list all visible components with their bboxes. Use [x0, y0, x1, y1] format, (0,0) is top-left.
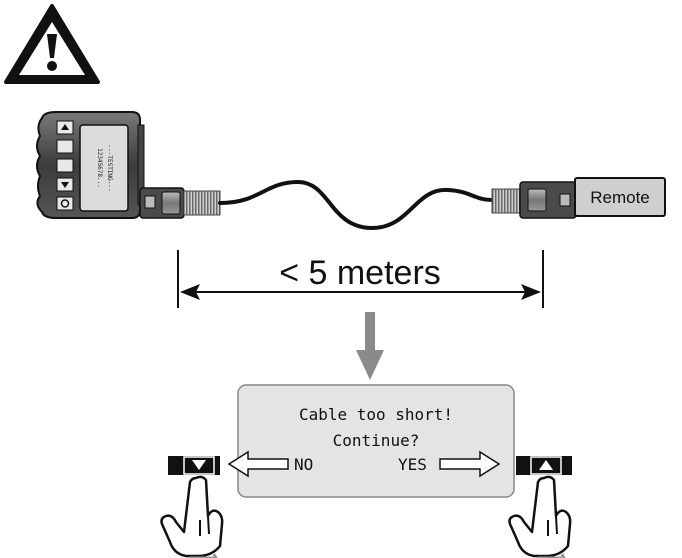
remote-connector — [491, 181, 577, 219]
distance-dimension: < 5 meters — [177, 250, 544, 308]
yes-arrow-icon — [439, 450, 501, 478]
tester-keypad — [56, 120, 74, 211]
dialog-display: Cable too short! Continue? NO YES — [227, 384, 515, 498]
pointing-hand-icon — [160, 475, 224, 558]
dialog-yes-label: YES — [398, 455, 427, 474]
down-arrow-key-icon[interactable] — [168, 456, 220, 475]
tester-screen — [79, 124, 129, 212]
no-arrow-icon — [227, 450, 289, 478]
warning-icon — [4, 4, 100, 84]
dialog-line-1: Cable too short! — [299, 405, 453, 424]
cable — [218, 179, 494, 231]
flow-arrow — [356, 312, 384, 380]
distance-label: < 5 meters — [279, 254, 441, 292]
tester-screen-line-1: ---TESTING--- — [106, 145, 113, 192]
remote-label: Remote — [590, 188, 650, 207]
dialog-no-label: NO — [294, 455, 313, 474]
tester-connector — [139, 187, 221, 219]
remote-unit: Remote — [574, 177, 666, 217]
up-arrow-key-icon[interactable] — [516, 456, 572, 475]
dialog-line-2: Continue? — [333, 431, 420, 450]
dimension-arrow-left — [180, 284, 200, 300]
tester-device: ---TESTING--- 12345678... — [36, 111, 145, 219]
dimension-arrow-right — [521, 284, 541, 300]
tester-screen-line-2: 12345678... — [96, 148, 103, 188]
pointing-hand-icon — [508, 475, 572, 558]
